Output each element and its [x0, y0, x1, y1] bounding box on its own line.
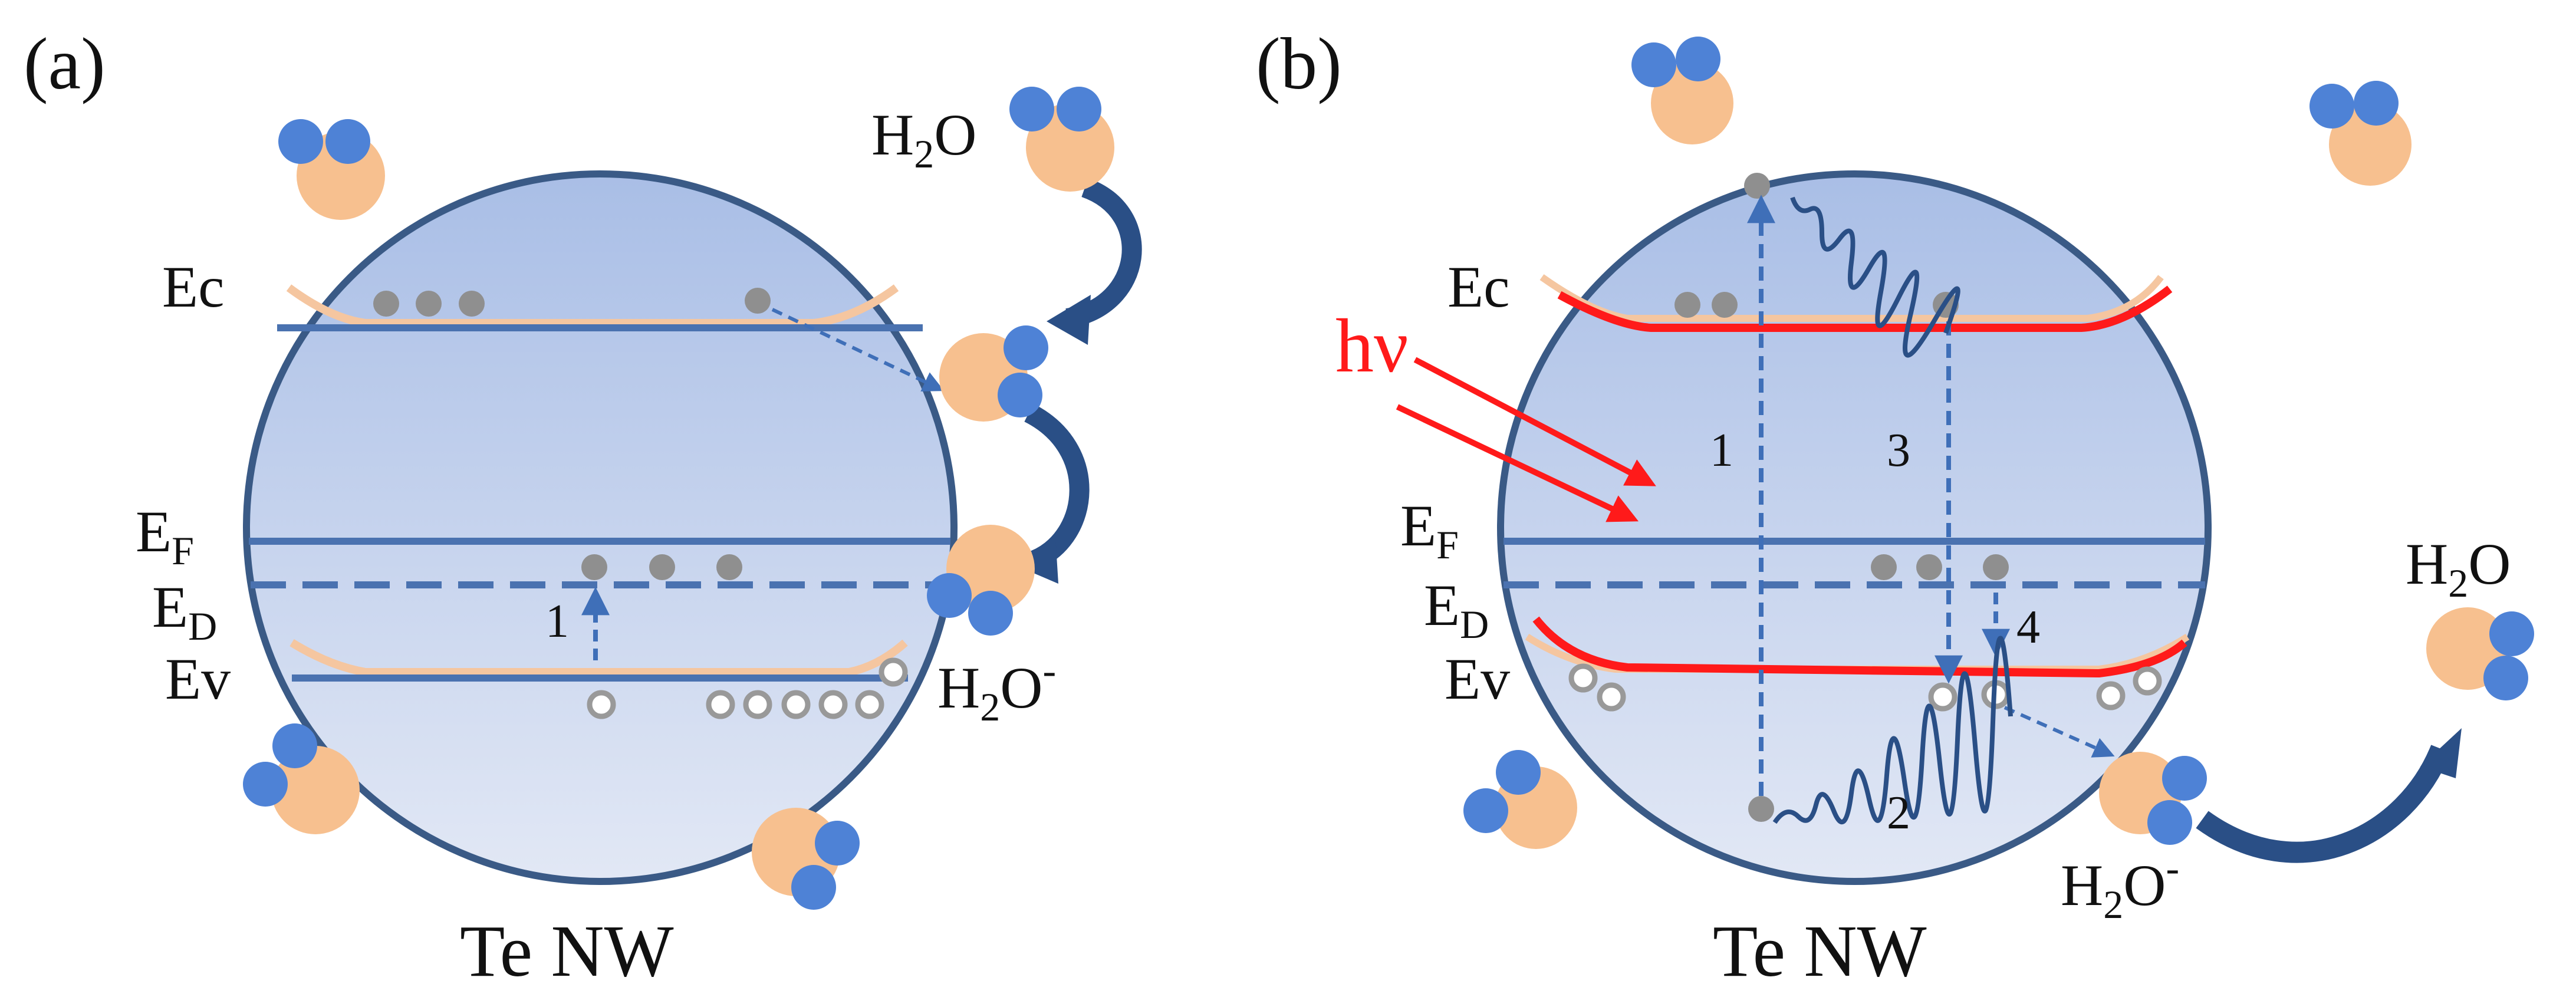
panel-a-curved-arrowhead: [1047, 295, 1091, 345]
panel-a-hole: [855, 690, 884, 719]
panel-a-water-molecule: [939, 325, 1048, 422]
panel-b-ev-label: Ev: [1445, 646, 1510, 712]
panel-b-electron: [1712, 292, 1738, 318]
panel-b-relaxation-wave: [1772, 636, 2013, 825]
panel-b: (b): [1256, 24, 2534, 992]
panel-b-transition-3-label: 3: [1887, 425, 1910, 476]
panel-b-transition-1-label: 1: [1710, 425, 1733, 476]
panel-a-label: (a): [24, 24, 106, 105]
panel-b-relaxation-wave: [1790, 196, 1960, 358]
panel-b-light-arrow: [1396, 404, 1639, 522]
panel-a-electron-transfer-arrow: [771, 308, 945, 391]
panel-b-water-molecule: [2426, 607, 2534, 700]
panel-a-water-molecule: [278, 119, 385, 220]
panel-b-h2o-label: H2O: [2406, 531, 2511, 606]
panel-a-ec-bending: [286, 284, 899, 327]
panel-a-electron: [716, 554, 742, 580]
panel-a-ef-subscript: F: [172, 528, 194, 573]
panel-a-hole: [818, 690, 848, 719]
panel-a-transition-label: 1: [545, 595, 569, 647]
panel-a-water-molecule: [1009, 87, 1114, 192]
panel-b-electron-transfer-arrow: [2003, 706, 2115, 758]
panel-b-hole: [2133, 666, 2162, 696]
panel-a-hole: [706, 690, 735, 719]
panel-a-h2o-subscript: 2: [914, 131, 934, 176]
panel-a-electron: [416, 291, 442, 317]
panel-a-water-molecule: [752, 808, 860, 910]
panel-a-caption: Te NW: [460, 911, 674, 992]
panel-b-water-molecule: [1463, 750, 1577, 849]
panel-a-nanowire: [243, 170, 958, 885]
panel-a-ev-bending: [289, 639, 908, 676]
panel-a-ion-subscript: 2: [980, 685, 1000, 729]
panel-b-release-arrow: [2196, 745, 2451, 863]
panel-b-electron: [1916, 554, 1942, 580]
panel-b-ec-label: Ec: [1447, 254, 1509, 320]
panel-b-ed-subscript: D: [1460, 602, 1489, 647]
panel-b-hole: [2096, 681, 2126, 710]
panel-a-electron: [373, 291, 399, 317]
panel-a-ed-label: ED: [152, 574, 217, 649]
panel-b-ef-label: EF: [1400, 493, 1459, 567]
panel-b-light-arrow: [1413, 357, 1656, 486]
panel-b-hole: [1568, 663, 1598, 693]
panel-b-electron: [1871, 554, 1897, 580]
panel-a-electron: [459, 291, 485, 317]
panel-b-h2o-subscript: 2: [2448, 561, 2468, 606]
panel-b-hole: [1597, 682, 1626, 712]
panel-b-ec-illuminated: [1557, 285, 2173, 332]
panel-a-hole: [743, 690, 772, 719]
panel-a-electron: [745, 288, 771, 314]
panel-a-h2o-label: H2O: [871, 102, 976, 176]
panel-a-ion-superscript: -: [1042, 648, 1056, 693]
panel-a-curved-arrowhead: [1014, 537, 1058, 584]
panel-b-water-molecule: [1631, 37, 1733, 144]
panel-a-electron: [649, 554, 675, 580]
panel-a-curved-arrow: [1065, 177, 1142, 328]
panel-b-electron: [1748, 796, 1774, 822]
panel-b-caption: Te NW: [1713, 911, 1927, 992]
panel-b-light-label: hν: [1335, 304, 1409, 389]
panel-b-transition-2-label: 2: [1887, 787, 1910, 839]
panel-a-ed-subscript: D: [188, 604, 217, 649]
panel-a-water-molecule: [243, 723, 360, 834]
panel-b-label: (b): [1256, 24, 1342, 105]
panel-b-ev-illuminated: [1532, 616, 2187, 678]
panel-b-hole: [1928, 682, 1958, 712]
panel-a-ev-label: Ev: [165, 646, 231, 712]
panel-a-ec-label: Ec: [162, 254, 224, 320]
panel-a-ef-label: EF: [136, 499, 194, 573]
panel-b-water-molecule: [2309, 81, 2411, 186]
panel-b-electron: [1983, 554, 2009, 580]
panel-b-transition-4-label: 4: [2016, 601, 2040, 653]
panel-b-water-molecule: [2099, 752, 2207, 845]
panel-a-hole: [879, 657, 908, 687]
panel-b-ec-bending: [1539, 274, 2164, 322]
panel-b-electron: [1744, 173, 1770, 199]
panel-b-ef-subscript: F: [1436, 522, 1459, 567]
panel-b-ion-superscript: -: [2166, 845, 2179, 890]
panel-b-h2o-ion-label: H2O-: [2061, 845, 2179, 927]
panel-b-electron: [1674, 292, 1700, 318]
panel-b-release-arrowhead: [2420, 728, 2462, 778]
panel-b-ion-subscript: 2: [2103, 882, 2123, 927]
panel-b-nanowire: [1497, 170, 2212, 885]
panel-a-water-molecule: [927, 525, 1035, 636]
panel-a-electron: [581, 554, 607, 580]
panel-a-hole: [781, 690, 811, 719]
panel-a-hole: [587, 690, 616, 719]
panel-a: (a): [24, 24, 1142, 992]
panel-b-ed-label: ED: [1424, 572, 1489, 647]
panel-a-h2o-ion-label: H2O-: [937, 648, 1056, 729]
